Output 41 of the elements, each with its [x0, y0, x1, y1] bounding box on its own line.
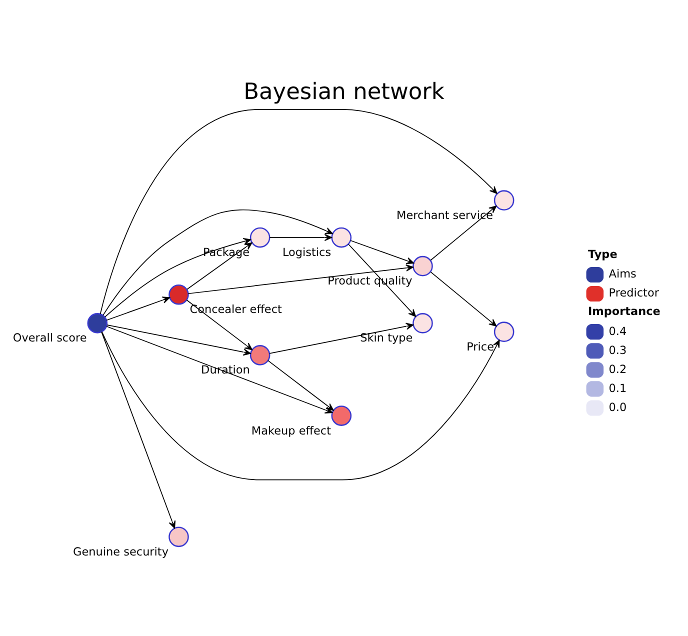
node-circle — [494, 190, 514, 210]
legend-label: 0.4 — [608, 324, 627, 338]
arrow — [188, 264, 414, 294]
node-label: Skin type — [360, 332, 413, 345]
legend-label: 0.0 — [608, 400, 627, 414]
arrow — [430, 206, 497, 261]
arrow — [269, 322, 414, 354]
arrow — [101, 331, 176, 529]
arrow — [269, 234, 332, 242]
legend-label: 0.2 — [608, 362, 627, 376]
arrow — [350, 240, 414, 264]
node-circle — [494, 322, 514, 342]
node-label: Makeup effect — [251, 424, 331, 438]
node-label: Logistics — [282, 246, 332, 260]
node-circle — [168, 284, 189, 305]
legend-label: 0.3 — [608, 344, 627, 357]
label: Type — [588, 248, 618, 261]
arrow — [102, 331, 500, 480]
legend-label: Predictor — [608, 286, 659, 300]
legend-label: 0.1 — [608, 382, 627, 395]
node-circle — [87, 313, 108, 334]
arrow — [348, 244, 416, 317]
arrow — [104, 238, 252, 318]
node-circle — [250, 345, 270, 366]
arrow — [106, 296, 170, 321]
node-label: Genuine security — [73, 545, 168, 558]
arrow — [430, 271, 497, 327]
diagram-title: Bayesian network — [244, 78, 444, 105]
node-label: Price — [466, 340, 494, 354]
arrow — [100, 109, 498, 314]
arrow — [102, 209, 333, 316]
node-circle — [168, 526, 189, 548]
node-circle — [331, 406, 352, 426]
node-circle — [331, 227, 352, 248]
node-circle — [250, 227, 270, 248]
node-label: Overall score — [12, 332, 87, 345]
label: Importance — [588, 304, 660, 318]
node-circle — [412, 313, 433, 334]
node-circle — [412, 256, 433, 276]
arrow — [106, 324, 251, 356]
legend-label: Aims — [608, 268, 636, 281]
